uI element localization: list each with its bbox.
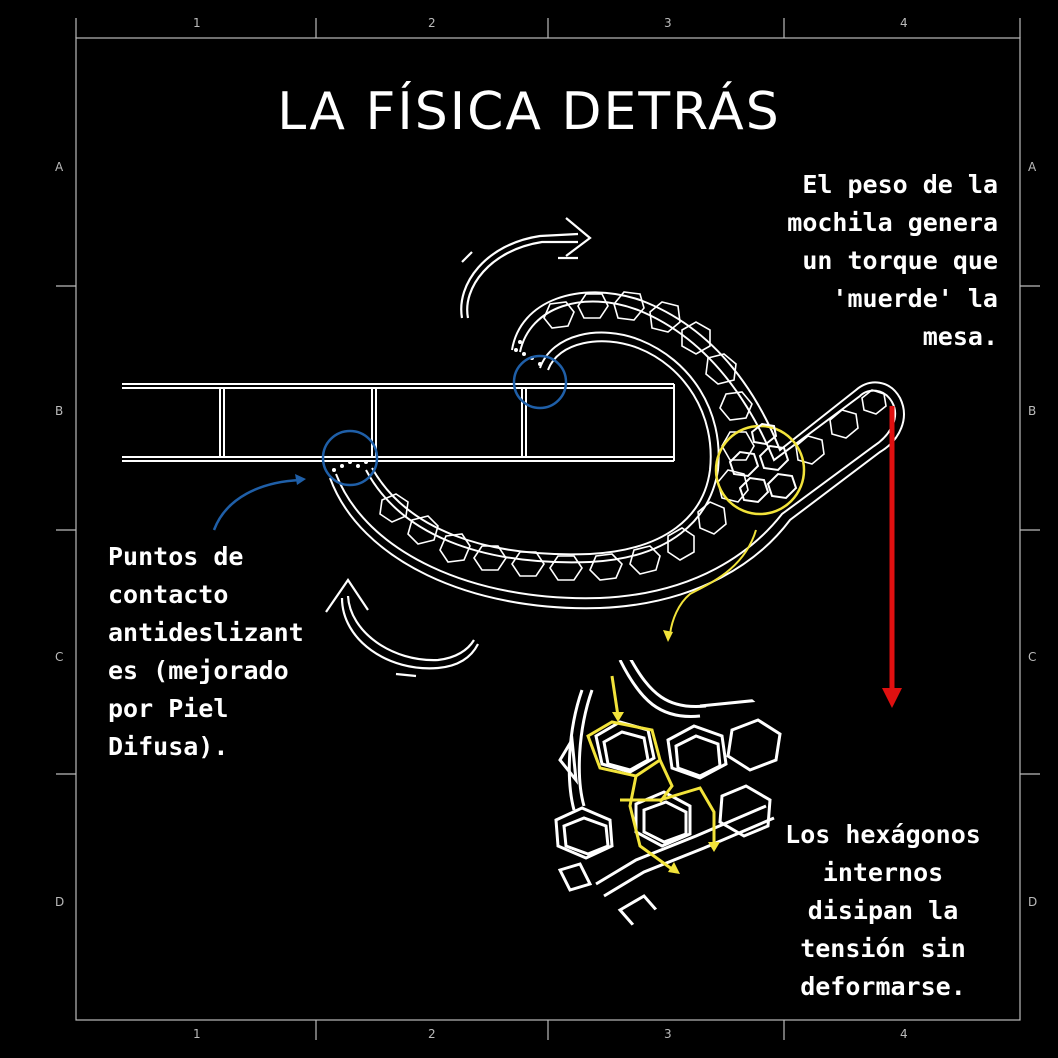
- rotation-arrow-bottom: [325, 578, 479, 678]
- frame-col-label-2: 2: [428, 16, 436, 30]
- frame-row-label-c: C: [55, 650, 64, 664]
- hook-hex-lattice: [379, 291, 887, 581]
- table-slab: [122, 383, 675, 462]
- frame-col-label-1-bottom: 1: [193, 1027, 201, 1041]
- contact-point-circles: [321, 354, 568, 487]
- frame-col-label-1: 1: [193, 16, 201, 30]
- contact-pointer-arrow: [212, 474, 306, 531]
- frame-row-label-b: B: [55, 404, 64, 418]
- rotation-arrow-top: [460, 217, 592, 319]
- hex-highlight-circle: [714, 422, 806, 516]
- frame-col-label-2-bottom: 2: [428, 1027, 436, 1041]
- frame-col-label-3-bottom: 3: [664, 1027, 672, 1041]
- weight-force-arrow: [882, 406, 902, 708]
- contact-circle-lower: [321, 429, 379, 487]
- frame-col-label-4: 4: [900, 16, 908, 30]
- lattice-zoom-detail: [554, 660, 800, 928]
- hexagon-annotation: Los hexágonos internos disipan la tensió…: [785, 820, 981, 1001]
- frame-row-label-a: A: [55, 160, 64, 174]
- frame-row-label-b-right: B: [1028, 404, 1037, 418]
- page-title: LA FÍSICA DETRÁS: [277, 82, 781, 142]
- contact-teeth: [332, 340, 542, 472]
- frame-row-label-a-right: A: [1028, 160, 1037, 174]
- frame-row-label-d: D: [55, 895, 65, 909]
- frame-row-label-d-right: D: [1028, 895, 1038, 909]
- contact-points-annotation: Puntos de contacto antideslizant es (mej…: [108, 542, 304, 761]
- drawing-frame: [56, 18, 1040, 1040]
- frame-col-label-3: 3: [664, 16, 672, 30]
- frame-row-label-c-right: C: [1028, 650, 1037, 664]
- contact-circle-upper: [512, 354, 568, 410]
- zoom-leader-arrow: [663, 529, 757, 642]
- frame-col-label-4-bottom: 4: [900, 1027, 908, 1041]
- torque-annotation: El peso de la mochila genera un torque q…: [787, 170, 998, 351]
